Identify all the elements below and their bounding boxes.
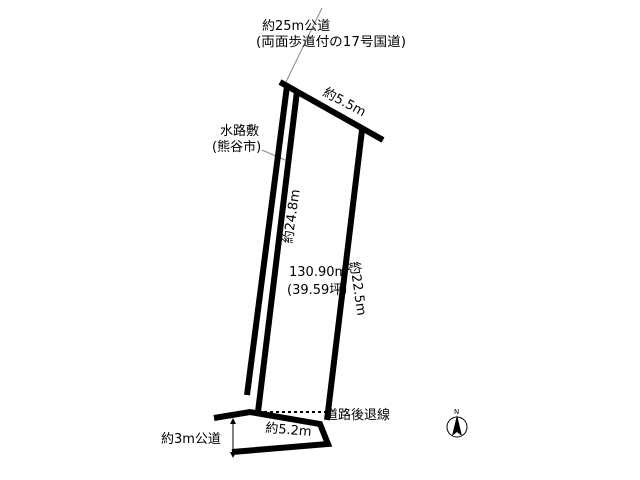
dimension-arrow-down-icon bbox=[230, 452, 236, 458]
waterway-leader-line bbox=[261, 149, 286, 161]
lot-right-boundary bbox=[324, 129, 365, 421]
waterway-outer-line bbox=[244, 85, 290, 396]
top-road-sublabel: (両面歩道付の17号国道) bbox=[256, 35, 406, 50]
dimension-arrow-up-icon bbox=[230, 418, 236, 424]
setback-label: 道路後退線 bbox=[325, 407, 390, 423]
area-tsubo-label: (39.59坪) bbox=[287, 283, 347, 298]
frontage-bottom-label: 約5.2m bbox=[265, 421, 312, 440]
area-sqm-label: 130.90m2 bbox=[289, 263, 352, 280]
waterway-label: 水路敷 bbox=[220, 123, 259, 139]
bottom-road-label: 約3m公道 bbox=[161, 432, 221, 447]
lot-bottom-boundary bbox=[213, 408, 333, 455]
north-arrow-icon: N bbox=[446, 408, 468, 438]
area-sqm-superscript: 2 bbox=[347, 263, 352, 272]
road-leader-line bbox=[283, 7, 323, 87]
waterway-sublabel: (熊谷市) bbox=[212, 139, 261, 155]
lot-left-boundary bbox=[255, 90, 300, 413]
north-label: N bbox=[454, 408, 459, 416]
top-road-label: 約25m公道 bbox=[262, 19, 330, 34]
